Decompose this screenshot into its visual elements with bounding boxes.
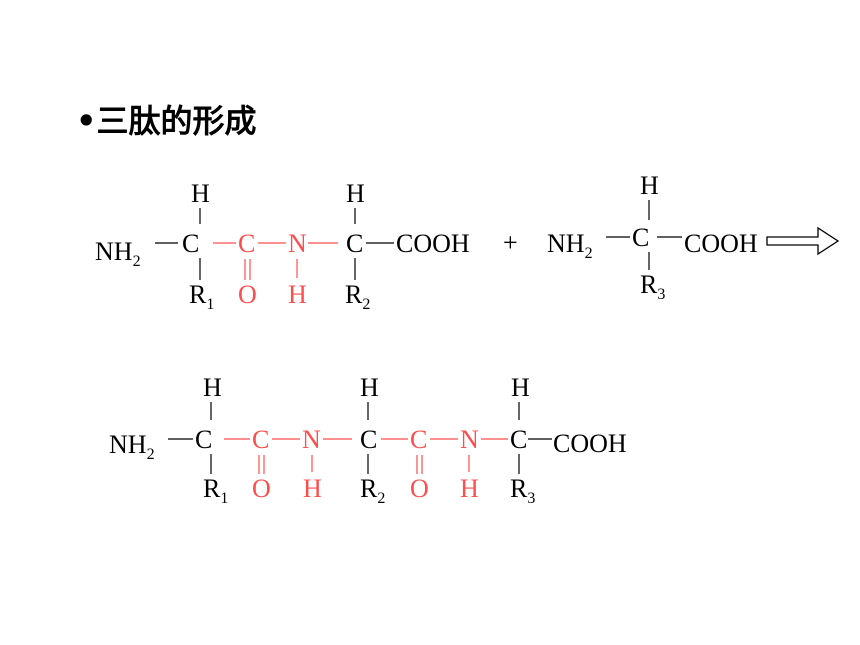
carbonyl-carbon: C bbox=[410, 425, 427, 454]
carbonyl-oxygen: O bbox=[410, 474, 429, 503]
alpha-carbon: C bbox=[195, 425, 212, 454]
reaction-arrow-icon bbox=[766, 226, 840, 256]
carbonyl-oxygen: O bbox=[238, 280, 257, 309]
side-chain-r2: R2 bbox=[360, 474, 385, 507]
atom-h: H bbox=[346, 179, 365, 208]
dipeptide: NH2 H C R1 C O N H H C R2 COOH bbox=[95, 179, 470, 313]
alpha-carbon: C bbox=[346, 229, 363, 258]
carboxyl-group: COOH bbox=[684, 229, 758, 258]
atom-h: H bbox=[511, 373, 530, 402]
atom-h: H bbox=[203, 373, 222, 402]
alpha-carbon: C bbox=[360, 425, 377, 454]
alpha-carbon: C bbox=[510, 425, 527, 454]
atom-h: H bbox=[640, 171, 659, 200]
carbonyl-oxygen: O bbox=[252, 474, 271, 503]
carboxyl-group: COOH bbox=[553, 429, 627, 458]
atom-h: H bbox=[191, 179, 210, 208]
amide-nitrogen: N bbox=[302, 425, 321, 454]
alpha-carbon: C bbox=[182, 229, 199, 258]
side-chain-r3: R3 bbox=[510, 474, 535, 507]
side-chain-r2: R2 bbox=[345, 280, 370, 313]
alpha-carbon: C bbox=[632, 223, 649, 252]
slide-title: •三肽的形成 bbox=[76, 102, 257, 140]
side-chain-r1: R1 bbox=[189, 280, 214, 313]
amino-acid: NH2 H C R3 COOH bbox=[547, 171, 758, 303]
amide-hydrogen: H bbox=[303, 474, 322, 503]
plus-sign: + bbox=[503, 228, 518, 257]
amino-group: NH2 bbox=[547, 229, 593, 262]
amino-group: NH2 bbox=[95, 237, 141, 270]
carboxyl-group: COOH bbox=[396, 229, 470, 258]
amide-nitrogen: N bbox=[460, 425, 479, 454]
amino-group: NH2 bbox=[109, 430, 155, 463]
carbonyl-carbon: C bbox=[252, 425, 269, 454]
side-chain-r3: R3 bbox=[640, 270, 665, 303]
carbonyl-carbon: C bbox=[238, 229, 255, 258]
amide-hydrogen: H bbox=[288, 280, 307, 309]
side-chain-r1: R1 bbox=[203, 474, 228, 507]
tripeptide: NH2 H C R1 C O N H H C R2 C O N H bbox=[109, 373, 627, 507]
atom-h: H bbox=[360, 373, 379, 402]
amide-nitrogen: N bbox=[288, 229, 307, 258]
amide-hydrogen: H bbox=[460, 474, 479, 503]
